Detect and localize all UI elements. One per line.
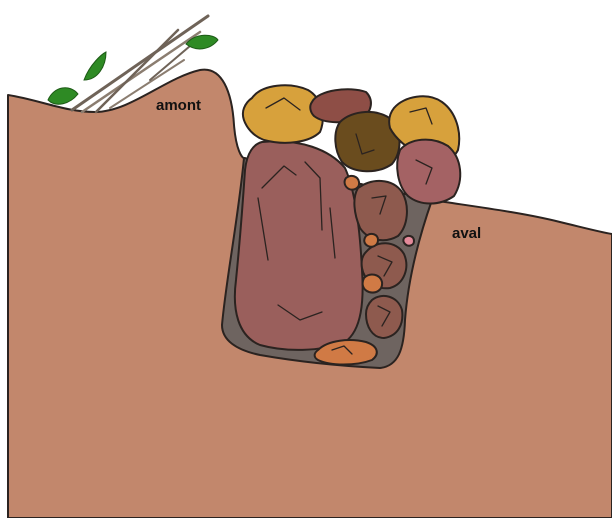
orange-pebble <box>345 176 360 190</box>
orange-pebble <box>364 234 378 247</box>
pink-pebble <box>403 236 414 246</box>
orange-pebble <box>363 275 382 293</box>
red-stone-right <box>397 140 460 204</box>
gold-stone-left <box>243 85 323 142</box>
label-upstream: amont <box>156 97 201 114</box>
small-stone <box>366 296 402 338</box>
label-downstream: aval <box>452 225 481 242</box>
